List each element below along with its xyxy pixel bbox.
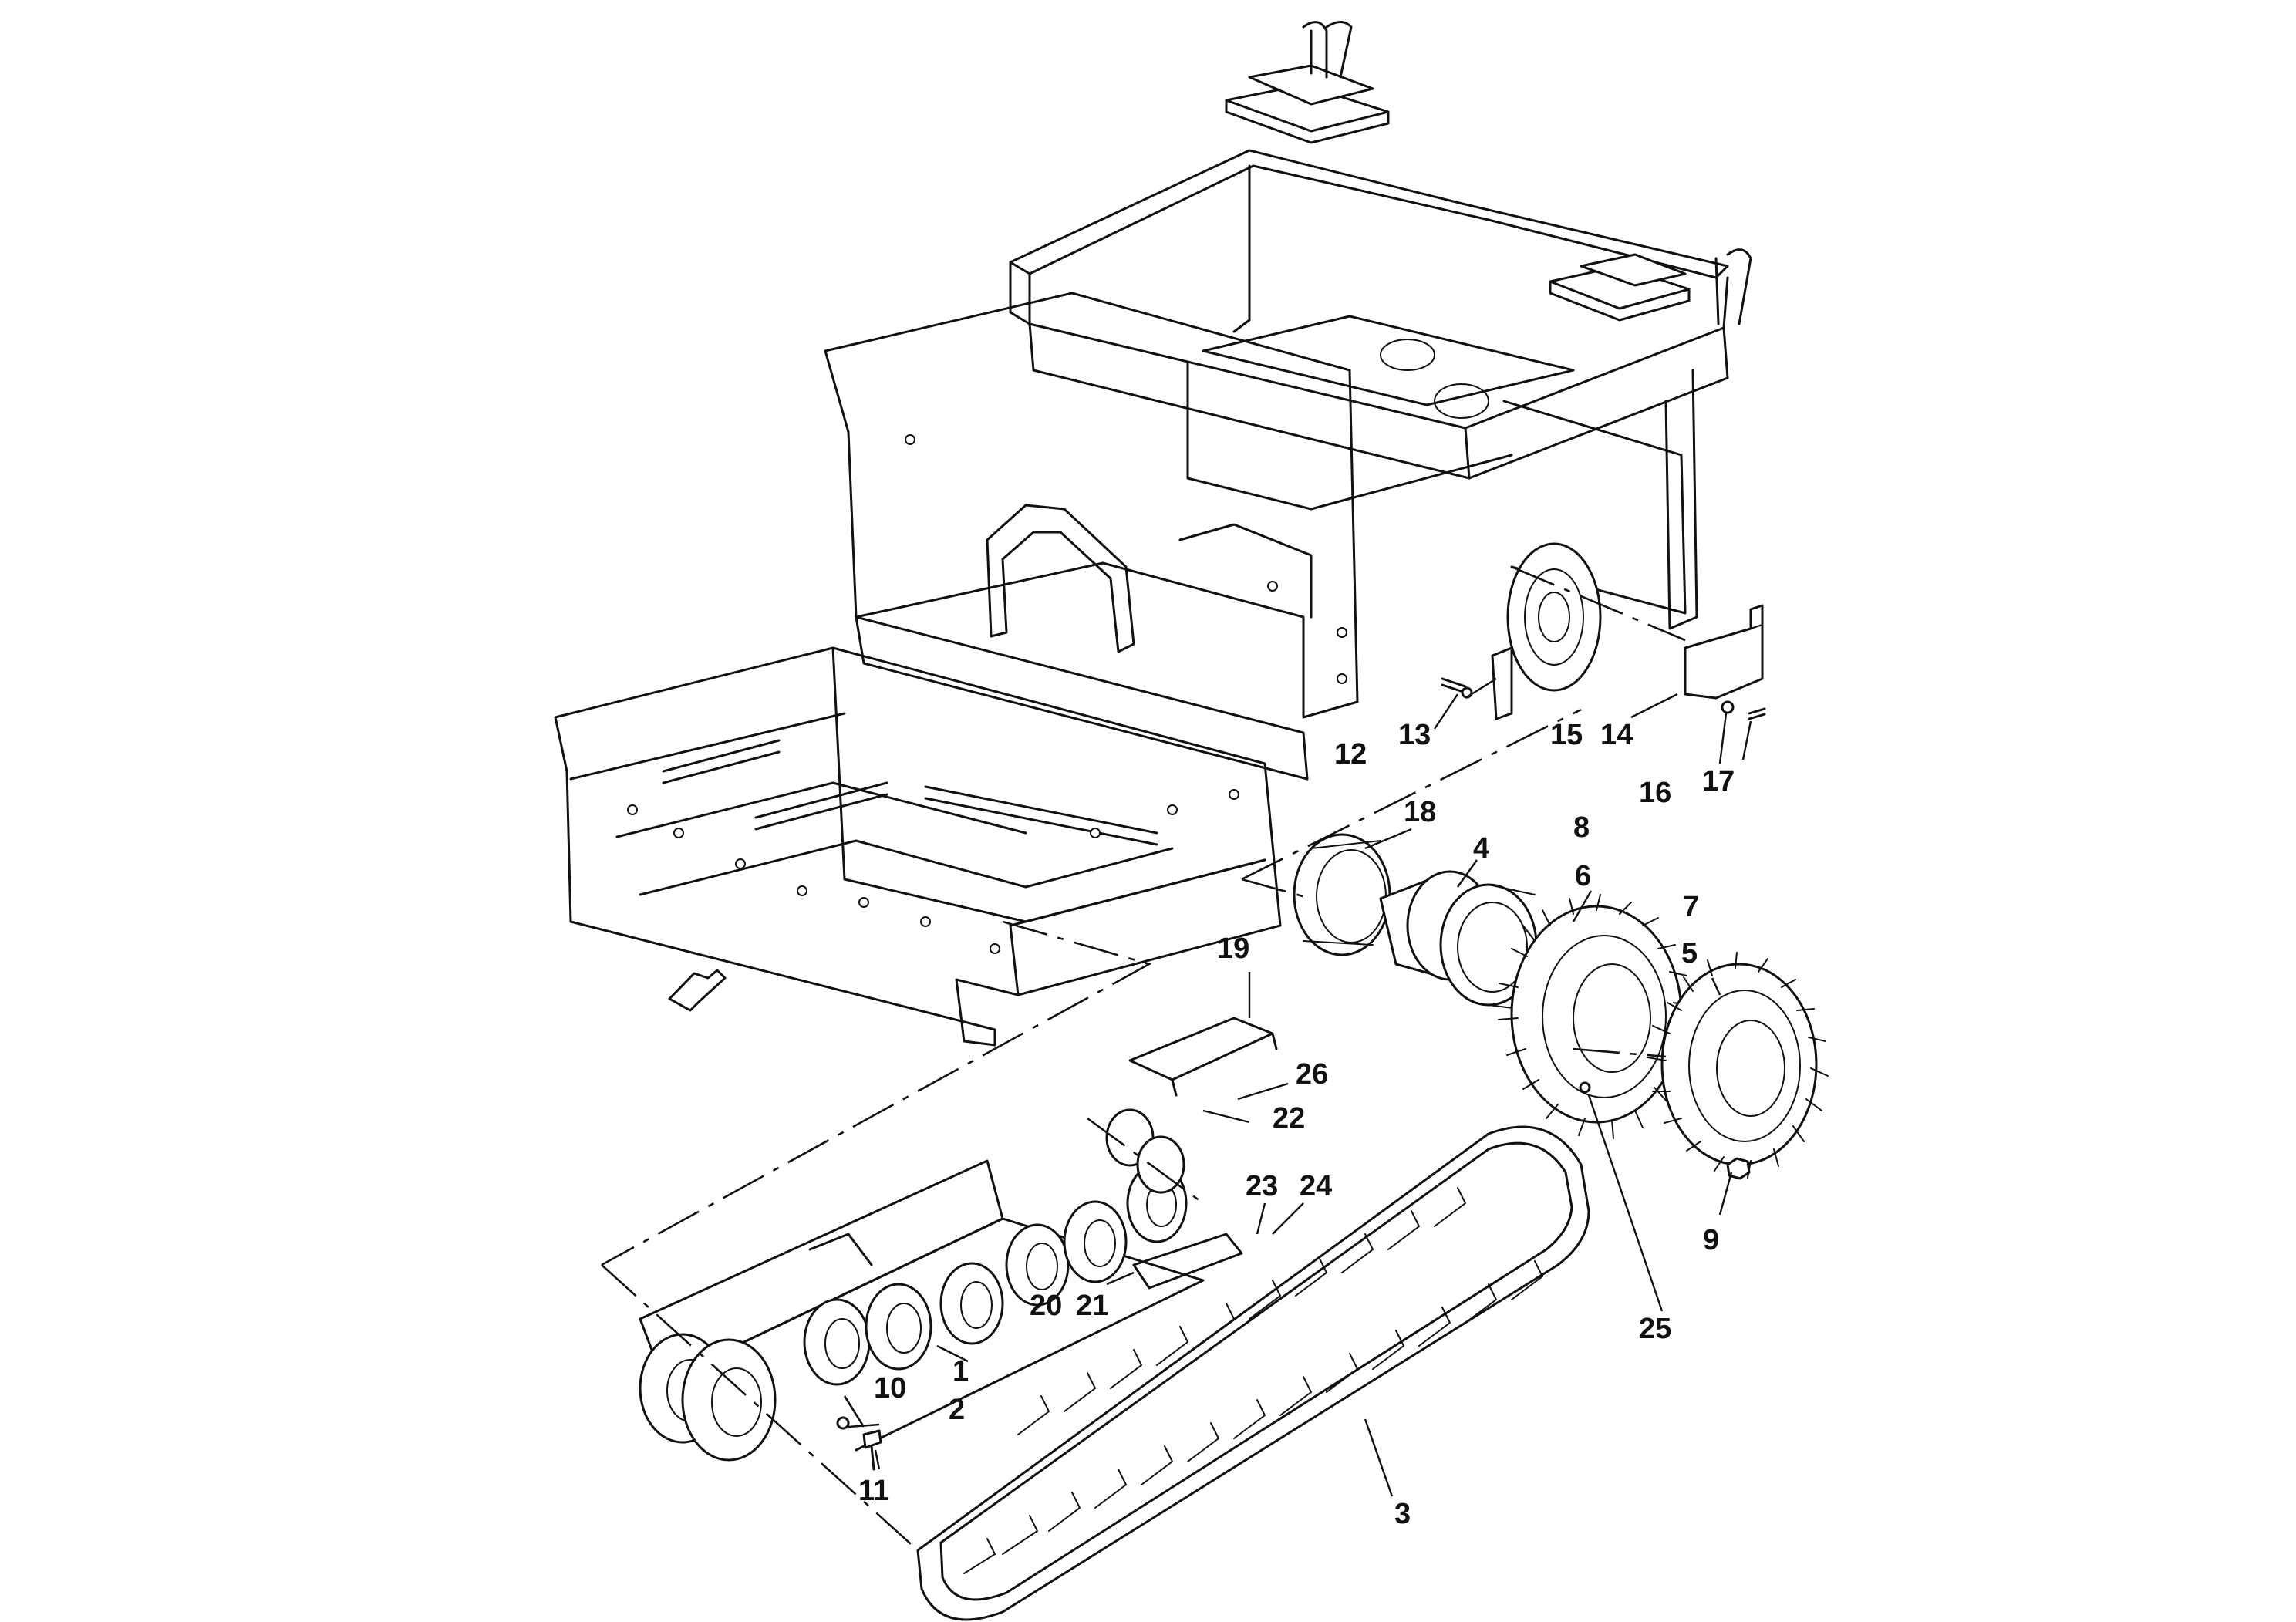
callout-25: 25 — [1639, 1313, 1671, 1345]
callout-11: 11 — [858, 1475, 889, 1507]
callout-6: 6 — [1575, 860, 1591, 892]
callout-20: 20 — [1030, 1290, 1062, 1322]
callout-18: 18 — [1404, 796, 1436, 828]
callout-1: 1 — [952, 1355, 969, 1388]
callout-24: 24 — [1300, 1170, 1332, 1202]
pins — [1441, 646, 1513, 720]
leader-lines — [848, 677, 1752, 1497]
assembly-lines — [601, 565, 1686, 1551]
callout-12: 12 — [1334, 738, 1367, 771]
callout-15: 15 — [1550, 719, 1583, 751]
callout-labels: 1 2 3 4 5 6 7 8 9 10 11 12 13 14 15 16 1… — [858, 719, 1735, 1530]
callout-8: 8 — [1573, 811, 1590, 844]
callout-7: 7 — [1683, 891, 1699, 923]
bracket — [1684, 604, 1766, 720]
callout-14: 14 — [1600, 719, 1633, 751]
callout-9: 9 — [1703, 1224, 1719, 1256]
chassis-frame — [554, 21, 1752, 1047]
callout-10: 10 — [874, 1372, 906, 1404]
arrow-icon — [668, 969, 727, 1012]
drive-assembly — [1293, 833, 1829, 1180]
rubber-track — [916, 1125, 1590, 1621]
callout-13: 13 — [1398, 719, 1431, 751]
callout-17: 17 — [1702, 765, 1735, 798]
callout-21: 21 — [1076, 1290, 1108, 1322]
callout-2: 2 — [949, 1394, 965, 1426]
covers — [1128, 1017, 1278, 1290]
callout-4: 4 — [1473, 832, 1489, 865]
callout-3: 3 — [1394, 1498, 1411, 1530]
callout-22: 22 — [1273, 1102, 1305, 1135]
undercarriage — [639, 1108, 1205, 1471]
callout-23: 23 — [1246, 1170, 1278, 1202]
callout-26: 26 — [1296, 1058, 1328, 1091]
callout-5: 5 — [1681, 937, 1698, 969]
callout-19: 19 — [1217, 932, 1249, 965]
callout-16: 16 — [1639, 777, 1671, 809]
